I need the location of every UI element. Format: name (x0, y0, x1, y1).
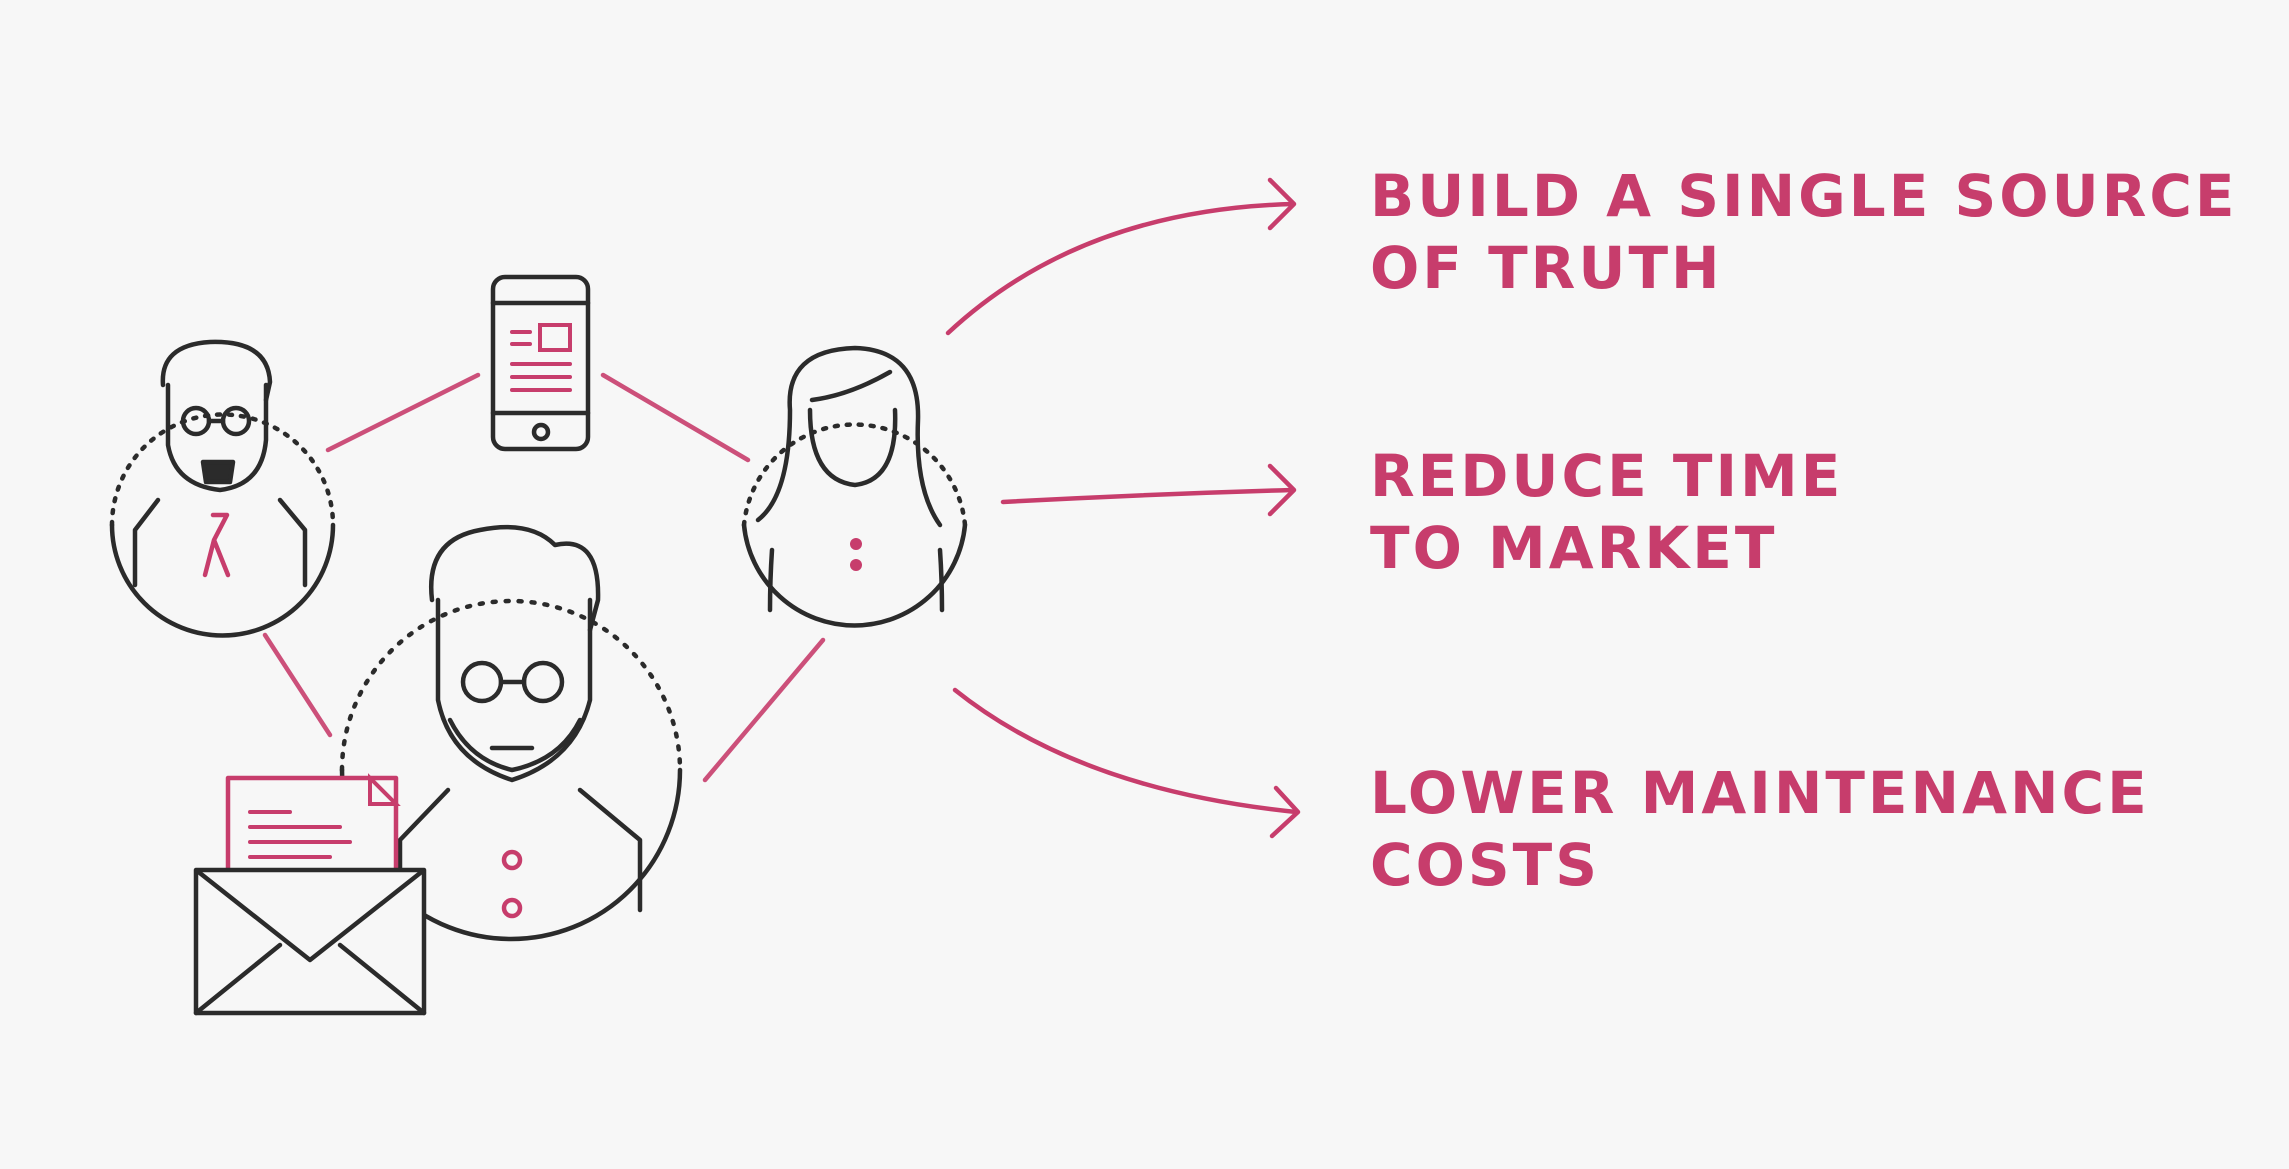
document-fold (368, 773, 401, 806)
woman-hair (755, 345, 943, 528)
bearded-man-buttons (501, 849, 523, 919)
arrow-3 (952, 687, 1299, 815)
bearded-man-face (435, 597, 593, 783)
woman-shoulders (767, 547, 945, 613)
tie-icon (202, 512, 231, 578)
bearded-man-hair (428, 524, 601, 633)
connector-phone-woman (600, 372, 751, 463)
benefit-arrows (945, 177, 1301, 839)
benefit-3-line-2: COSTS (1370, 831, 1600, 899)
benefit-labels: BUILD A SINGLE SOURCE OF TRUTH REDUCE TI… (1370, 162, 2238, 899)
phone-home-button (531, 422, 551, 442)
connector-man-phone (325, 372, 481, 453)
man-avatar-circle-solid (109, 522, 336, 638)
bearded-man-circle-dotted (339, 598, 683, 773)
man-avatar-circle-dotted (109, 412, 336, 528)
envelope-body (193, 867, 427, 1016)
man-with-glasses-and-tie-avatar (109, 339, 336, 638)
phone-body (490, 274, 591, 452)
man-face (165, 382, 269, 493)
benefit-1-line-1: BUILD A SINGLE SOURCE (1370, 162, 2238, 230)
benefit-2-line-1: REDUCE TIME (1370, 442, 1843, 510)
woman-buttons (850, 538, 862, 571)
benefit-2-line-2: TO MARKET (1370, 514, 1777, 582)
man-shoulders (132, 497, 308, 588)
smartphone-icon (490, 274, 591, 452)
man-beard (200, 459, 236, 485)
man-hair (160, 339, 273, 403)
bearded-man-beard (447, 717, 583, 773)
benefit-3-line-1: LOWER MAINTENANCE (1370, 759, 2150, 827)
connection-lines (262, 372, 826, 783)
woman-avatar-circle-solid (741, 522, 968, 628)
arrow-1-head (1267, 177, 1297, 231)
woman-avatar (741, 345, 968, 628)
envelope-icon (193, 773, 427, 1016)
arrow-2 (1000, 487, 1295, 505)
arrow-3-head (1269, 785, 1301, 839)
envelope-flap (194, 868, 426, 963)
arrow-1 (945, 201, 1295, 336)
phone-screen-content (510, 323, 572, 392)
envelope-bottom-folds (193, 942, 427, 1016)
woman-face (807, 407, 898, 488)
connector-woman-bearded (702, 637, 826, 783)
arrow-2-head (1267, 463, 1297, 517)
woman-avatar-circle-dotted (741, 422, 968, 528)
phone-screen-image (538, 323, 572, 352)
connector-man-envelope (262, 632, 333, 738)
benefit-1-line-2: OF TRUTH (1370, 234, 1723, 302)
